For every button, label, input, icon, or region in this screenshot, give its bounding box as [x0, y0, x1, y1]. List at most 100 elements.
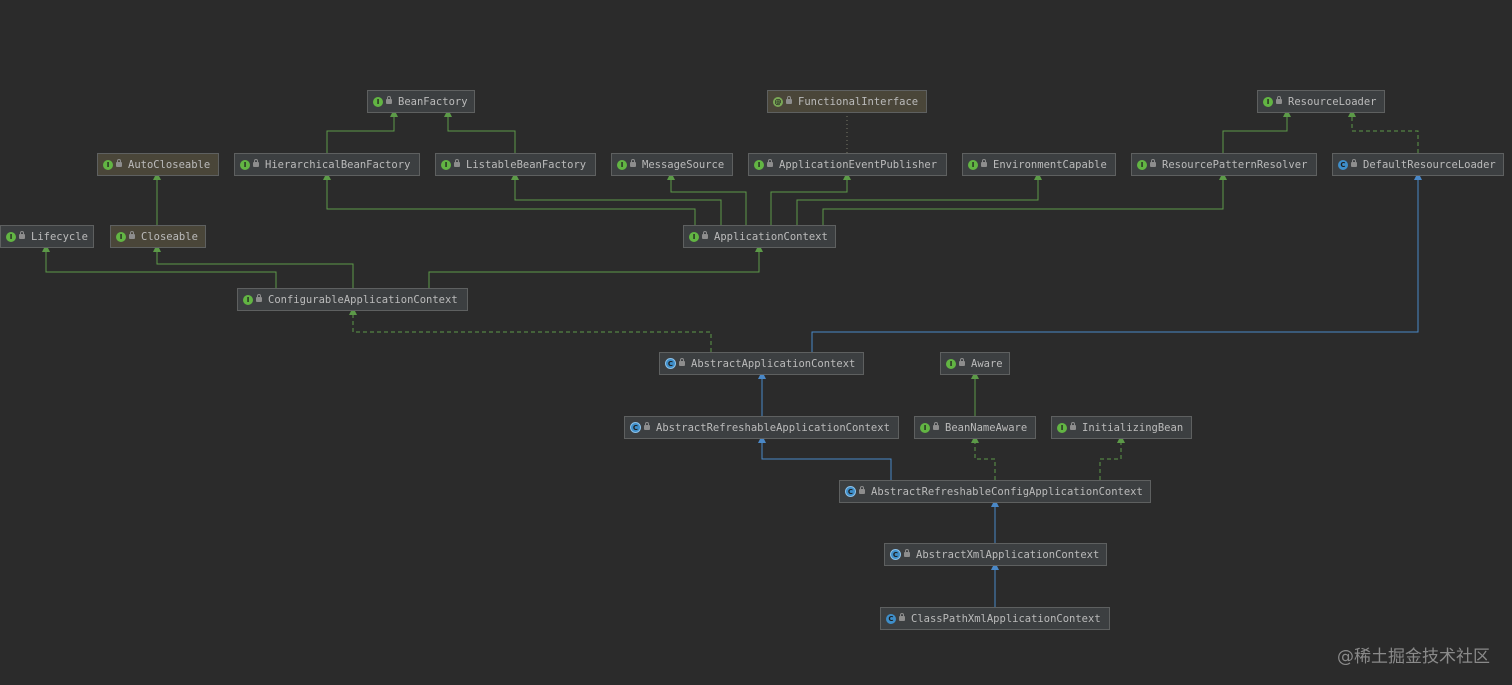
lock-icon	[767, 159, 773, 167]
lock-icon	[253, 159, 259, 167]
node-label: ApplicationContext	[714, 230, 828, 243]
lock-icon	[454, 159, 460, 167]
lock-icon	[256, 294, 262, 302]
interface-icon: I	[240, 159, 250, 170]
node-label: AbstractApplicationContext	[691, 357, 856, 370]
interface-icon: I	[968, 159, 978, 170]
lock-icon	[786, 96, 792, 104]
node-label: BeanNameAware	[945, 421, 1028, 434]
abstract-class-icon: C	[845, 486, 856, 497]
node-functionalinterface[interactable]: @ FunctionalInterface	[767, 90, 927, 113]
interface-icon: I	[441, 159, 451, 170]
interface-icon: I	[617, 159, 627, 170]
node-label: Lifecycle	[31, 230, 88, 243]
node-closeable[interactable]: I Closeable	[110, 225, 206, 248]
node-defaultresourceloader[interactable]: C DefaultResourceLoader	[1332, 153, 1504, 176]
interface-icon: I	[373, 96, 383, 107]
interface-icon: I	[103, 159, 113, 170]
node-environmentcapable[interactable]: I EnvironmentCapable	[962, 153, 1116, 176]
node-label: AbstractRefreshableConfigApplicationCont…	[871, 485, 1143, 498]
edge-abstractrefreshableconfigapplicationcontext-to-abstractrefreshableapplicationcontext	[758, 435, 892, 480]
node-beanfactory[interactable]: I BeanFactory	[367, 90, 475, 113]
node-label: AbstractXmlApplicationContext	[916, 548, 1100, 561]
node-label: ConfigurableApplicationContext	[268, 293, 458, 306]
node-initializingbean[interactable]: I InitializingBean	[1051, 416, 1192, 439]
lock-icon	[899, 613, 905, 621]
node-label: AbstractRefreshableApplicationContext	[656, 421, 890, 434]
interface-icon: I	[116, 231, 126, 242]
lock-icon	[904, 549, 910, 557]
interface-icon: I	[754, 159, 764, 170]
edge-abstractrefreshableconfigapplicationcontext-to-beannameaware	[971, 435, 996, 480]
node-label: AutoCloseable	[128, 158, 211, 171]
node-beannameaware[interactable]: I BeanNameAware	[914, 416, 1036, 439]
node-configurableapplicationcontext[interactable]: I ConfigurableApplicationContext	[237, 288, 468, 311]
lock-icon	[116, 159, 122, 167]
node-label: HierarchicalBeanFactory	[265, 158, 411, 171]
lock-icon	[959, 358, 965, 366]
interface-icon: I	[920, 422, 930, 433]
node-applicationeventpublisher[interactable]: I ApplicationEventPublisher	[748, 153, 947, 176]
node-label: FunctionalInterface	[798, 95, 919, 108]
node-label: DefaultResourceLoader	[1363, 158, 1496, 171]
node-messagesource[interactable]: I MessageSource	[611, 153, 733, 176]
lock-icon	[386, 96, 392, 104]
abstract-class-icon: C	[665, 358, 676, 369]
node-label: EnvironmentCapable	[993, 158, 1107, 171]
lock-icon	[1070, 422, 1076, 430]
interface-icon: I	[6, 231, 16, 242]
edge-applicationcontext-to-hierarchicalbeanfactory	[323, 172, 696, 225]
interface-icon: I	[946, 358, 956, 369]
edge-abstractapplicationcontext-to-defaultresourceloader	[811, 172, 1422, 352]
node-autocloseable[interactable]: I AutoCloseable	[97, 153, 219, 176]
edge-resourcepatternresolver-to-resourceloader	[1222, 109, 1291, 153]
interface-icon: I	[1263, 96, 1273, 107]
edge-applicationcontext-to-resourcepatternresolver	[822, 172, 1227, 225]
node-abstractapplicationcontext[interactable]: C AbstractApplicationContext	[659, 352, 864, 375]
edge-applicationcontext-to-applicationeventpublisher	[770, 172, 851, 225]
node-label: ListableBeanFactory	[466, 158, 587, 171]
node-hierarchicalbeanfactory[interactable]: I HierarchicalBeanFactory	[234, 153, 420, 176]
node-label: Aware	[971, 357, 1003, 370]
annotation-icon: @	[773, 96, 783, 107]
node-label: ApplicationEventPublisher	[779, 158, 938, 171]
class-icon: C	[886, 613, 896, 624]
lock-icon	[129, 231, 135, 239]
lock-icon	[702, 231, 708, 239]
edge-defaultresourceloader-to-resourceloader	[1348, 109, 1419, 153]
node-aware[interactable]: I Aware	[940, 352, 1010, 375]
interface-icon: I	[243, 294, 253, 305]
class-icon: C	[1338, 159, 1348, 170]
node-label: MessageSource	[642, 158, 725, 171]
edge-abstractrefreshableconfigapplicationcontext-to-initializingbean	[1099, 435, 1125, 480]
node-abstractrefreshableconfigapplicationcontext[interactable]: C AbstractRefreshableConfigApplicationCon…	[839, 480, 1151, 503]
node-label: Closeable	[141, 230, 198, 243]
lock-icon	[19, 231, 25, 239]
node-label: BeanFactory	[398, 95, 468, 108]
lock-icon	[679, 358, 685, 366]
node-listablebeanfactory[interactable]: I ListableBeanFactory	[435, 153, 596, 176]
edge-abstractapplicationcontext-to-configurableapplicationcontext	[349, 307, 712, 352]
edge-hierarchicalbeanfactory-to-beanfactory	[326, 109, 398, 153]
edge-listablebeanfactory-to-beanfactory	[444, 109, 516, 153]
lock-icon	[1150, 159, 1156, 167]
lock-icon	[933, 422, 939, 430]
node-label: ResourcePatternResolver	[1162, 158, 1308, 171]
edge-applicationcontext-to-messagesource	[667, 172, 747, 225]
edge-configurableapplicationcontext-to-closeable	[153, 244, 354, 288]
lock-icon	[630, 159, 636, 167]
node-lifecycle[interactable]: I Lifecycle	[0, 225, 94, 248]
interface-icon: I	[1057, 422, 1067, 433]
edge-applicationcontext-to-listablebeanfactory	[511, 172, 722, 225]
watermark: @稀土掘金技术社区	[1337, 647, 1490, 667]
node-label: InitializingBean	[1082, 421, 1184, 434]
edge-applicationcontext-to-environmentcapable	[796, 172, 1042, 225]
